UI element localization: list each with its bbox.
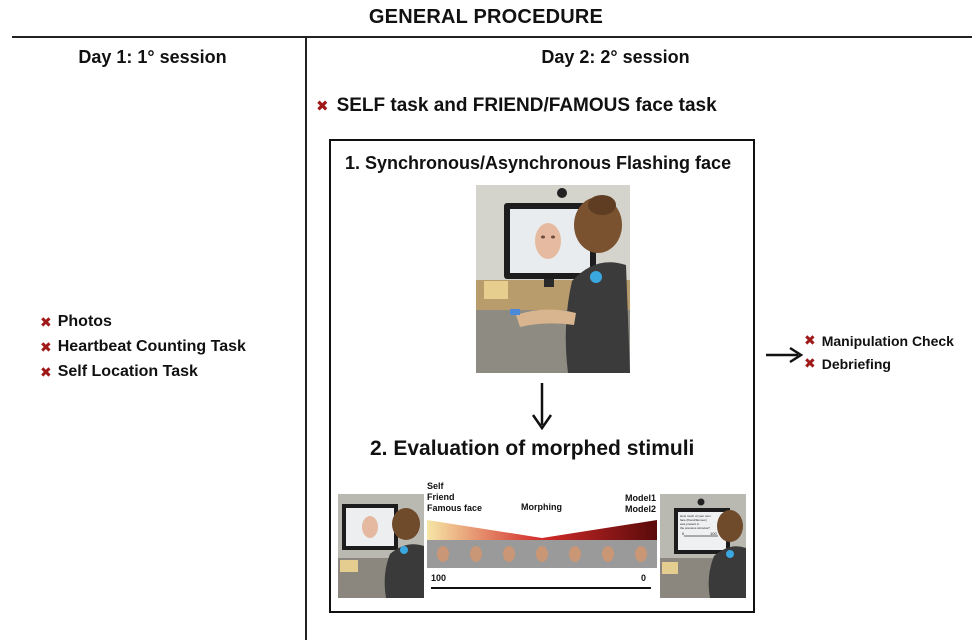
day1-item: ✖ Photos [40, 313, 246, 331]
arrow-right-icon [766, 346, 804, 364]
scale-left-value: 100 [431, 573, 447, 583]
column-divider [305, 36, 307, 640]
x-mark-icon: ✖ [40, 363, 52, 380]
day1-item: ✖ Self Location Task [40, 363, 246, 381]
after-list: ✖ Manipulation Check ✖ Debriefing [804, 332, 954, 378]
step2-title: 2. Evaluation of morphed stimuli [370, 437, 695, 460]
monitor-question-line: was present in [680, 522, 700, 526]
morph-gradient [427, 520, 657, 540]
x-mark-icon: ✖ [40, 338, 52, 355]
morph-source-labels: Self Friend Famous face [427, 481, 482, 514]
day2-task-label: SELF task and FRIEND/FAMOUS face task [336, 95, 717, 116]
after-item-label: Manipulation Check [821, 332, 954, 349]
morph-target-model2: Model2 [624, 504, 656, 514]
morph-source-famous: Famous face [427, 503, 483, 513]
monitor-question-line: How much of your own [680, 514, 711, 518]
x-mark-icon: ✖ [804, 332, 816, 348]
day1-item: ✖ Heartbeat Counting Task [40, 338, 246, 356]
monitor-question: How much of your own face (friend/famous… [680, 514, 724, 530]
monitor-question-line: face (friend/famous) [680, 518, 707, 522]
scale-right-value: 0 [641, 573, 647, 583]
day1-list: ✖ Photos ✖ Heartbeat Counting Task ✖ Self L… [40, 313, 246, 388]
morph-face-strip [427, 540, 657, 568]
day2-task: ✖ SELF task and FRIEND/FAMOUS face task [316, 95, 717, 117]
monitor-question-line: the previous stimulus? [680, 526, 710, 530]
header-divider [12, 36, 972, 38]
evaluation-photo-right [660, 494, 746, 598]
day2-header: Day 2: 2° session [307, 47, 972, 68]
after-item: ✖ Manipulation Check [804, 332, 954, 349]
evaluation-photo-left [338, 494, 424, 598]
monitor-scale-right: 100 [710, 531, 717, 536]
morph-source-friend: Friend [427, 492, 455, 502]
day1-item-label: Heartbeat Counting Task [57, 338, 246, 355]
morphing-label: Morphing [521, 502, 562, 512]
day1-item-label: Self Location Task [57, 363, 198, 380]
after-item: ✖ Debriefing [804, 355, 954, 372]
morph-source-self: Self [427, 481, 444, 491]
step1-title: 1. Synchronous/Asynchronous Flashing fac… [345, 153, 732, 173]
morph-target-labels: Model1 Model2 [620, 493, 656, 515]
morph-target-model1: Model1 [624, 493, 656, 503]
day1-item-label: Photos [57, 313, 112, 330]
x-mark-icon: ✖ [804, 355, 816, 371]
day1-header: Day 1: 1° session [78, 47, 227, 67]
x-mark-icon: ✖ [316, 98, 329, 115]
page-title: GENERAL PROCEDURE [368, 6, 604, 28]
arrow-down-icon [531, 383, 553, 431]
day2-header-text: Day 2: 2° session [541, 47, 690, 67]
scale-bar [431, 587, 651, 589]
participant-photo [476, 185, 630, 373]
monitor-scale-left: 0 [682, 531, 685, 536]
after-item-label: Debriefing [821, 355, 891, 372]
x-mark-icon: ✖ [40, 313, 52, 330]
